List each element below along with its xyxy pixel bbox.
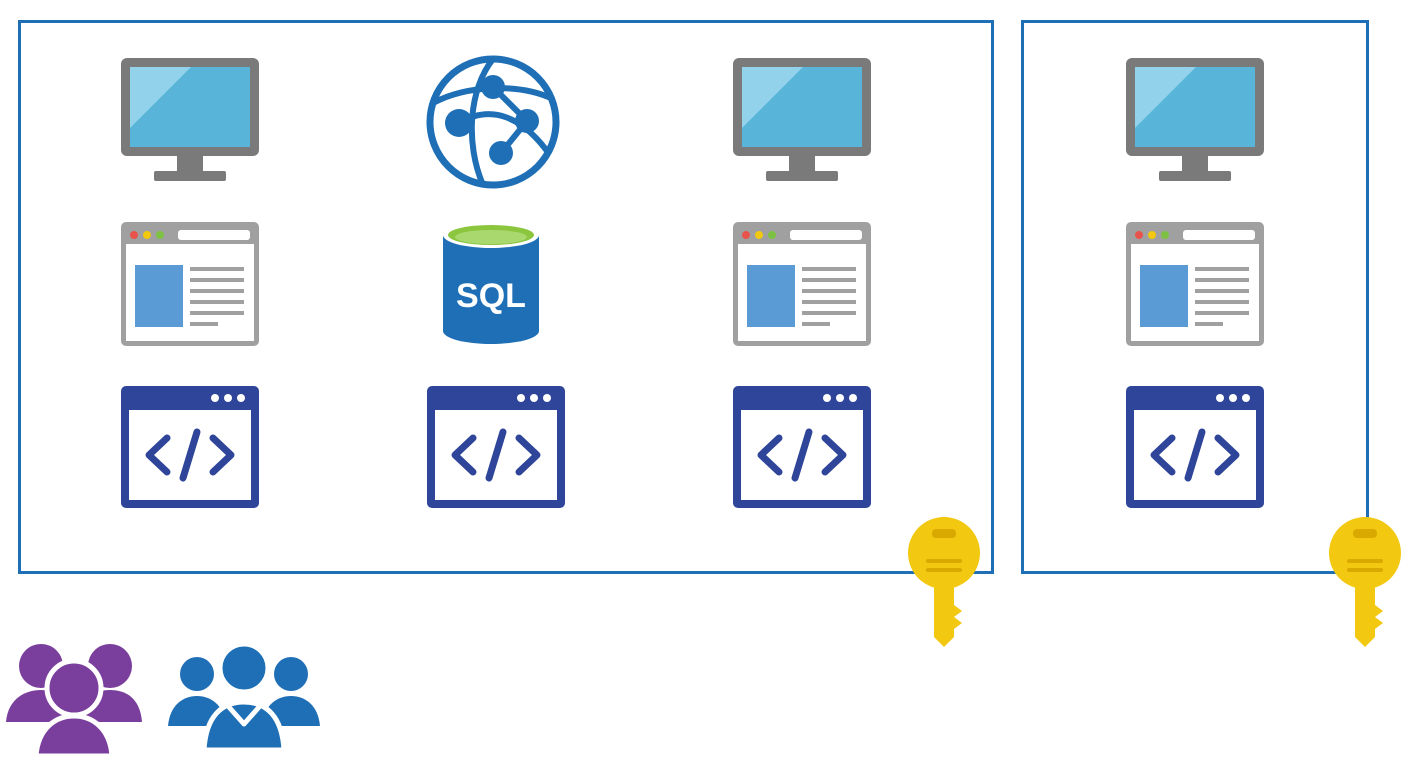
sql-database-icon: SQL <box>442 221 540 345</box>
monitor-icon <box>733 58 873 184</box>
sql-label: SQL <box>456 277 526 315</box>
web-app-icon <box>1126 222 1264 346</box>
web-app-icon <box>121 222 259 346</box>
code-window-icon <box>1126 386 1264 508</box>
large-container-box <box>18 20 994 574</box>
user-group-icon <box>6 638 142 756</box>
key-icon <box>1327 515 1407 649</box>
key-icon <box>906 515 986 649</box>
small-container-box <box>1021 20 1369 574</box>
code-window-icon <box>427 386 565 508</box>
code-window-icon <box>733 386 871 508</box>
network-globe-icon <box>423 53 563 191</box>
monitor-icon <box>1126 58 1266 184</box>
monitor-icon <box>121 58 261 184</box>
user-group-icon <box>168 644 320 750</box>
web-app-icon <box>733 222 871 346</box>
code-window-icon <box>121 386 259 508</box>
